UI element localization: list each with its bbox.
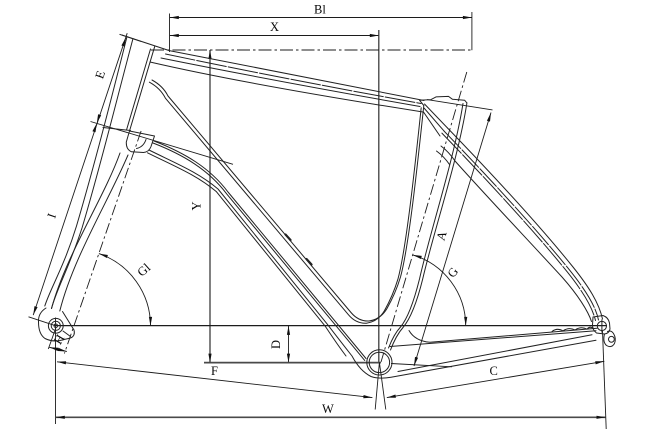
svg-text:X: X	[270, 20, 279, 34]
svg-text:G: G	[445, 265, 462, 281]
svg-text:W: W	[322, 402, 334, 416]
svg-text:C: C	[490, 364, 498, 378]
svg-text:H: H	[51, 332, 68, 347]
svg-text:Gl: Gl	[134, 260, 153, 279]
svg-text:A: A	[434, 229, 450, 242]
svg-text:D: D	[269, 340, 283, 349]
svg-text:F: F	[211, 364, 218, 378]
svg-text:E: E	[92, 68, 108, 80]
svg-text:I: I	[44, 211, 59, 220]
svg-text:Bl: Bl	[314, 3, 326, 17]
svg-text:Y: Y	[190, 201, 204, 210]
